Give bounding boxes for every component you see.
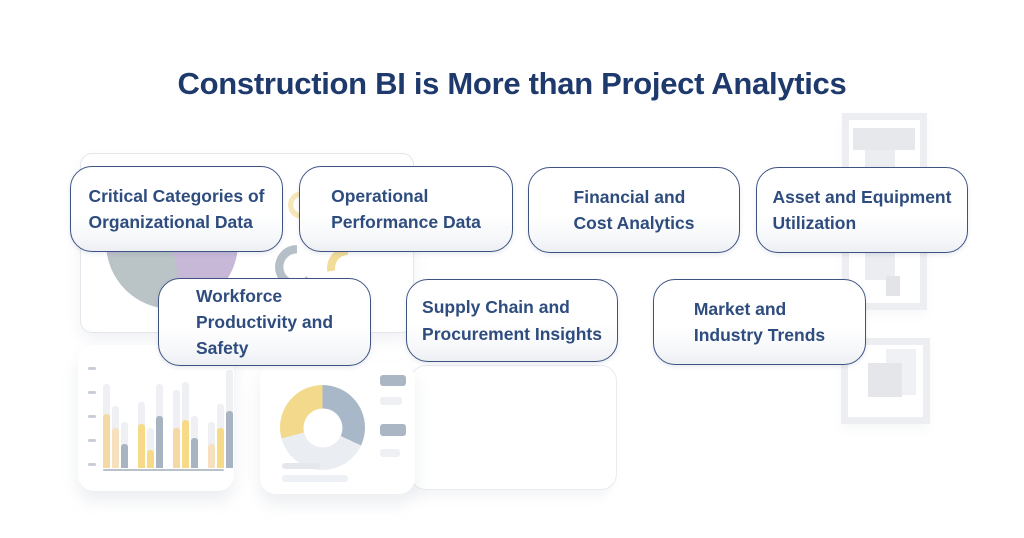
bar xyxy=(226,365,233,468)
stat-bar xyxy=(380,449,400,457)
donut-ring xyxy=(280,385,365,470)
background-sheet xyxy=(410,365,617,490)
card-market-trends: Market and Industry Trends xyxy=(653,279,866,365)
bar xyxy=(147,365,154,468)
card-workforce-safety: Workforce Productivity and Safety xyxy=(158,278,371,366)
stat-bar xyxy=(380,375,406,386)
card-asset-equipment: Asset and Equipment Utilization xyxy=(756,167,968,253)
bar xyxy=(191,365,198,468)
bar xyxy=(121,365,128,468)
card-critical-categories: Critical Categories of Organizational Da… xyxy=(70,166,283,252)
stat-bar xyxy=(380,424,406,436)
bar-plot xyxy=(103,365,233,468)
stat-bar xyxy=(380,397,402,405)
document-content-shape xyxy=(868,363,902,397)
card-operational-performance: Operational Performance Data xyxy=(299,166,513,252)
bar xyxy=(112,365,119,468)
card-supply-chain: Supply Chain and Procurement Insights xyxy=(406,279,618,362)
bar-group xyxy=(208,365,233,468)
bar xyxy=(208,365,215,468)
bar-chart-decoration xyxy=(78,345,234,491)
donut-chart-decoration xyxy=(260,363,415,494)
bar xyxy=(138,365,145,468)
text-line xyxy=(282,475,348,482)
bar-group xyxy=(173,365,198,468)
card-financial-cost: Financial and Cost Analytics xyxy=(528,167,740,253)
text-line xyxy=(282,463,320,469)
bar xyxy=(103,365,110,468)
bar xyxy=(156,365,163,468)
bar xyxy=(173,365,180,468)
axis-tick xyxy=(88,391,96,394)
page-title: Construction BI is More than Project Ana… xyxy=(177,66,847,101)
axis-baseline xyxy=(103,469,224,471)
bar xyxy=(217,365,224,468)
document-content-shape xyxy=(886,276,900,296)
axis-tick xyxy=(88,367,96,370)
bar xyxy=(182,365,189,468)
axis-tick xyxy=(88,463,96,466)
axis-tick xyxy=(88,439,96,442)
bar-group xyxy=(103,365,128,468)
bar-group xyxy=(138,365,163,468)
axis-tick xyxy=(88,415,96,418)
document-content-shape xyxy=(853,128,915,150)
